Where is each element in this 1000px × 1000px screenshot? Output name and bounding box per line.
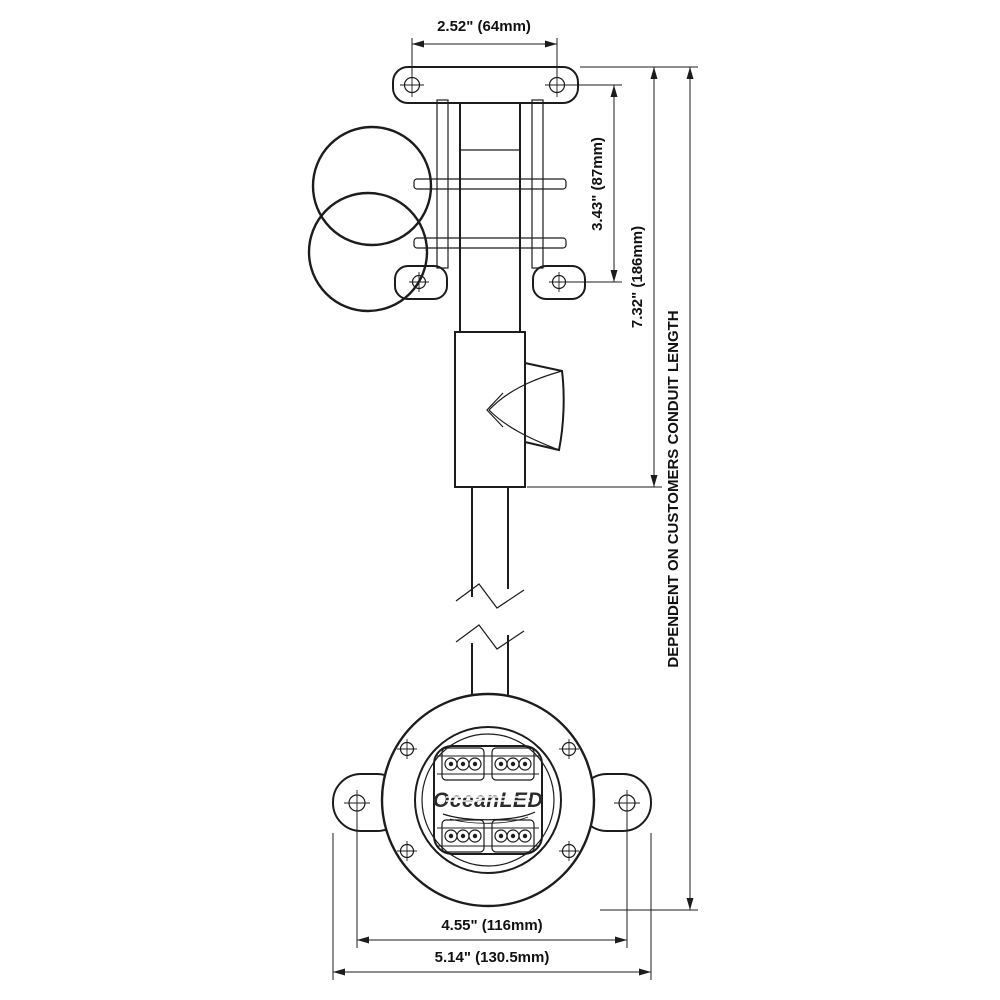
clamp-bolt-lower xyxy=(413,237,567,249)
terminal-screw-dot xyxy=(460,761,466,767)
arrow-up-icon xyxy=(650,67,658,79)
dimension-assembly-height-extension-lines xyxy=(527,66,662,488)
fixture-inner-ring-inner xyxy=(421,733,555,867)
entry-funnel-apex-icon xyxy=(486,392,504,428)
arrow-right-icon xyxy=(545,40,557,48)
clamp-bolt-upper xyxy=(413,178,567,190)
terminal-block-row-top xyxy=(437,747,539,781)
terminal-screw xyxy=(468,757,482,771)
mounting-foot-left xyxy=(394,265,448,300)
tee-body xyxy=(454,331,526,488)
flange-screw-top-right-crosshair-icon xyxy=(559,739,579,759)
dimension-hole-spacing-label: 4.55" (116mm) xyxy=(441,917,542,934)
terminal-screw-dot xyxy=(522,833,528,839)
terminal-screw xyxy=(518,757,532,771)
light-fixture: OceanLED xyxy=(332,692,652,908)
terminal-block-top-left xyxy=(441,747,485,781)
dimension-overall-width-extension-lines xyxy=(332,833,652,980)
terminal-rail-bottom xyxy=(437,827,539,847)
dimension-hole-spacing-extension-lines xyxy=(356,813,628,948)
led-face-plate xyxy=(433,745,543,855)
dimension-conduit-length: DEPENDENT ON CUSTOMERS CONDUIT LENGTH xyxy=(600,66,698,911)
conduit xyxy=(455,487,525,695)
tee-fitting xyxy=(454,331,565,488)
terminal-screw xyxy=(518,829,532,843)
clamp-ring-lower xyxy=(307,191,429,313)
fixture-inner-ring-outer xyxy=(414,726,562,874)
terminal-block-bottom-left xyxy=(441,819,485,853)
top-mounting-bracket xyxy=(392,66,579,104)
foot-hole-left-crosshair-icon xyxy=(409,272,429,292)
terminal-screw-dot xyxy=(472,761,478,767)
terminal-screw-dot xyxy=(448,833,454,839)
entry-funnel-sweep xyxy=(488,370,563,451)
entry-funnel xyxy=(524,362,565,452)
dimension-clamp-height-label: 3.43" (87mm) xyxy=(589,137,606,231)
terminal-screw-dot xyxy=(472,833,478,839)
bracket-hole-left-crosshair-icon xyxy=(400,73,424,97)
brand-logo: OceanLED xyxy=(433,789,543,824)
dimension-top-width: 2.52" (64mm) xyxy=(411,18,558,75)
arrow-left-icon xyxy=(357,936,369,944)
arrow-up-icon xyxy=(610,85,618,97)
foot-hole-right-crosshair-icon xyxy=(549,272,569,292)
terminal-screw-dot xyxy=(522,761,528,767)
arrow-down-icon xyxy=(610,270,618,282)
flange-screw-bottom-right-crosshair-icon xyxy=(559,841,579,861)
dimension-top-width-label: 2.52" (64mm) xyxy=(437,18,531,35)
flange-screw-bottom-left-crosshair-icon xyxy=(397,841,417,861)
terminal-screw-dot xyxy=(460,833,466,839)
terminal-screw-dot xyxy=(510,833,516,839)
arrow-left-icon xyxy=(412,40,424,48)
arrow-right-icon xyxy=(639,968,651,976)
clamp-ring-upper xyxy=(311,125,433,247)
terminal-block-row-bottom xyxy=(437,819,539,853)
dimension-assembly-height: 7.32" (186mm) xyxy=(527,66,662,488)
terminal-screw-dot xyxy=(498,761,504,767)
break-line-upper-icon xyxy=(455,583,525,609)
clamp-plate-right xyxy=(531,99,544,269)
terminal-screw-dot xyxy=(448,761,454,767)
arrow-left-icon xyxy=(333,968,345,976)
terminal-screw-dot xyxy=(510,761,516,767)
dimension-conduit-length-extension-lines xyxy=(600,66,698,911)
conduit-lower-segment xyxy=(471,635,509,695)
flange-screws xyxy=(397,739,579,861)
terminal-screw-dot xyxy=(498,833,504,839)
arrow-right-icon xyxy=(615,936,627,944)
dimension-clamp-height: 3.43" (87mm) xyxy=(566,84,622,283)
dimension-conduit-length-label: DEPENDENT ON CUSTOMERS CONDUIT LENGTH xyxy=(665,310,682,667)
arrow-down-icon xyxy=(650,475,658,487)
dimension-overall-width-label: 5.14" (130.5mm) xyxy=(435,949,550,966)
upper-tube xyxy=(459,103,521,332)
break-line-lower-icon xyxy=(455,624,525,650)
dimension-clamp-height-extension-lines xyxy=(566,84,622,283)
dimension-assembly-height-label: 7.32" (186mm) xyxy=(629,226,646,328)
logo-swoosh-icon xyxy=(442,811,536,821)
ear-hole-left-crosshair-icon xyxy=(344,790,370,816)
dimension-hole-spacing: 4.55" (116mm) xyxy=(356,813,628,948)
fixture-flange xyxy=(380,692,596,908)
terminal-rail-top xyxy=(437,755,539,775)
terminal-screw xyxy=(468,829,482,843)
pole-clamp-assembly xyxy=(307,99,586,332)
terminal-block-bottom-right xyxy=(491,819,535,853)
clamp-plate-left xyxy=(436,99,449,269)
bracket-hole-right-crosshair-icon xyxy=(545,73,569,97)
conduit-upper-segment xyxy=(471,487,509,597)
logo-swoosh-underline-icon xyxy=(449,816,529,824)
arrow-up-icon xyxy=(686,67,694,79)
ear-hole-right-crosshair-icon xyxy=(614,790,640,816)
dimension-overall-width: 5.14" (130.5mm) xyxy=(332,833,652,980)
logo-stripe-icon xyxy=(446,796,530,802)
flange-screw-top-left-crosshair-icon xyxy=(397,739,417,759)
arrow-down-icon xyxy=(686,898,694,910)
terminal-block-top-right xyxy=(491,747,535,781)
